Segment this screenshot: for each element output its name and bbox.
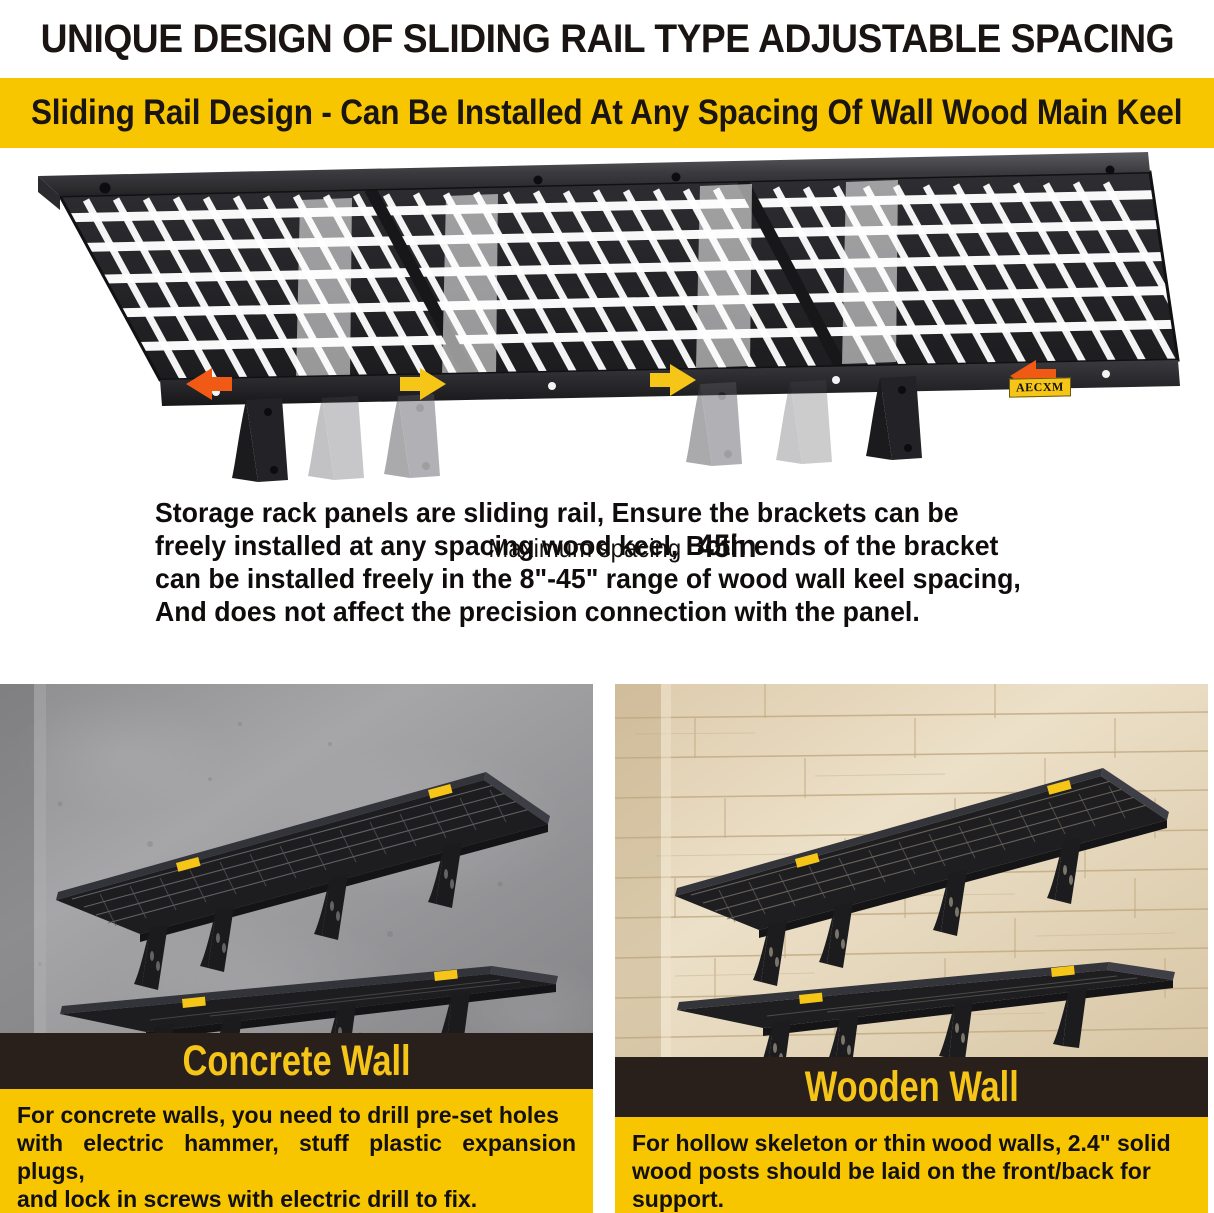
note-concrete: For concrete walls, you need to drill pr… (0, 1089, 593, 1213)
wooden-wall-photo (615, 684, 1208, 1058)
note-concrete-line-3: and lock in screws with electric drill t… (17, 1186, 478, 1212)
caption-bar-wooden: Wooden Wall (615, 1057, 1208, 1117)
brand-badge-text: AECXM (1016, 379, 1064, 395)
description-line-1: Storage rack panels are sliding rail, En… (154, 497, 959, 528)
caption-bar-concrete: Concrete Wall (0, 1033, 593, 1089)
wall-type-panels: Concrete Wall For concrete walls, you ne… (0, 684, 1214, 1213)
max-spacing-label: Maximum spacing (488, 533, 682, 563)
arrow-right-inner-yellow (650, 364, 696, 396)
bracket-right-ghost-2 (776, 380, 832, 464)
shelf-deck (57, 170, 1180, 382)
panel-wooden-wall: Wooden Wall For hollow skeleton or thin … (615, 684, 1208, 1213)
shelf-lower (60, 966, 558, 1034)
shelf-badge-lower-right (1051, 965, 1075, 977)
shelf-badge-upper-left (795, 853, 820, 868)
arrow-right-outer-orange (1010, 360, 1056, 392)
description-line-4: And does not affect the precision connec… (154, 596, 920, 627)
note-wooden-line-1: For hollow skeleton or thin wood walls, … (632, 1130, 1171, 1156)
bracket-left-ghost-1 (308, 396, 364, 480)
bracket-right-solid (866, 376, 922, 460)
description-paragraph: Storage rack panels are sliding rail, En… (155, 496, 1033, 628)
panel-concrete-wall: Concrete Wall For concrete walls, you ne… (0, 684, 593, 1213)
note-concrete-line-1: For concrete walls, you need to drill pr… (17, 1102, 559, 1128)
shelf-badge-upper-right (427, 784, 453, 799)
description-line-2: freely installed at any spacing wood kee… (154, 530, 998, 561)
page-title-bar: UNIQUE DESIGN OF SLIDING RAIL TYPE ADJUS… (0, 0, 1214, 78)
bracket-left-ghost-2 (384, 394, 440, 478)
page-title: UNIQUE DESIGN OF SLIDING RAIL TYPE ADJUS… (40, 16, 1174, 61)
note-wooden-line-2: wood posts should be laid on the front/b… (632, 1158, 1151, 1184)
note-concrete-line-2: with electric hammer, stuff plastic expa… (17, 1130, 576, 1184)
note-wooden-line-3: support. (632, 1186, 724, 1212)
description-line-3: can be installed freely in the 8"-45" ra… (154, 563, 1021, 594)
subtitle-text: Sliding Rail Design - Can Be Installed A… (31, 93, 1183, 132)
shelf-badge-upper-right (1047, 780, 1072, 795)
hero-diagram: AECXM Maximum spacing 45in (0, 148, 1214, 564)
subtitle-banner: Sliding Rail Design - Can Be Installed A… (0, 78, 1214, 148)
shelf-upper (675, 768, 1169, 986)
max-spacing-annotation: Maximum spacing 45in (480, 528, 759, 565)
shelf-lower (677, 962, 1175, 1058)
description-block: Storage rack panels are sliding rail, En… (0, 488, 1214, 628)
back-rail (38, 152, 1150, 210)
arrow-left-outer-orange (186, 368, 232, 400)
bracket-left-solid (232, 398, 288, 482)
shelf-badge-upper-left (176, 857, 201, 872)
brand-badge: AECXM (1009, 377, 1071, 398)
shelf-badge-lower-left (799, 992, 823, 1004)
rack-illustration (38, 152, 1180, 482)
concrete-wall-photo (0, 684, 593, 1034)
caption-concrete: Concrete Wall (182, 1036, 411, 1085)
bracket-right-ghost-1 (686, 382, 742, 466)
caption-wooden: Wooden Wall (804, 1062, 1019, 1111)
shelf-upper (56, 772, 550, 990)
shelf-badge-lower-right (434, 969, 458, 981)
shelf-badge-lower-left (181, 996, 206, 1008)
note-wooden: For hollow skeleton or thin wood walls, … (615, 1117, 1208, 1213)
arrow-left-inner-yellow (400, 368, 446, 400)
max-spacing-value: 45in (697, 528, 756, 564)
